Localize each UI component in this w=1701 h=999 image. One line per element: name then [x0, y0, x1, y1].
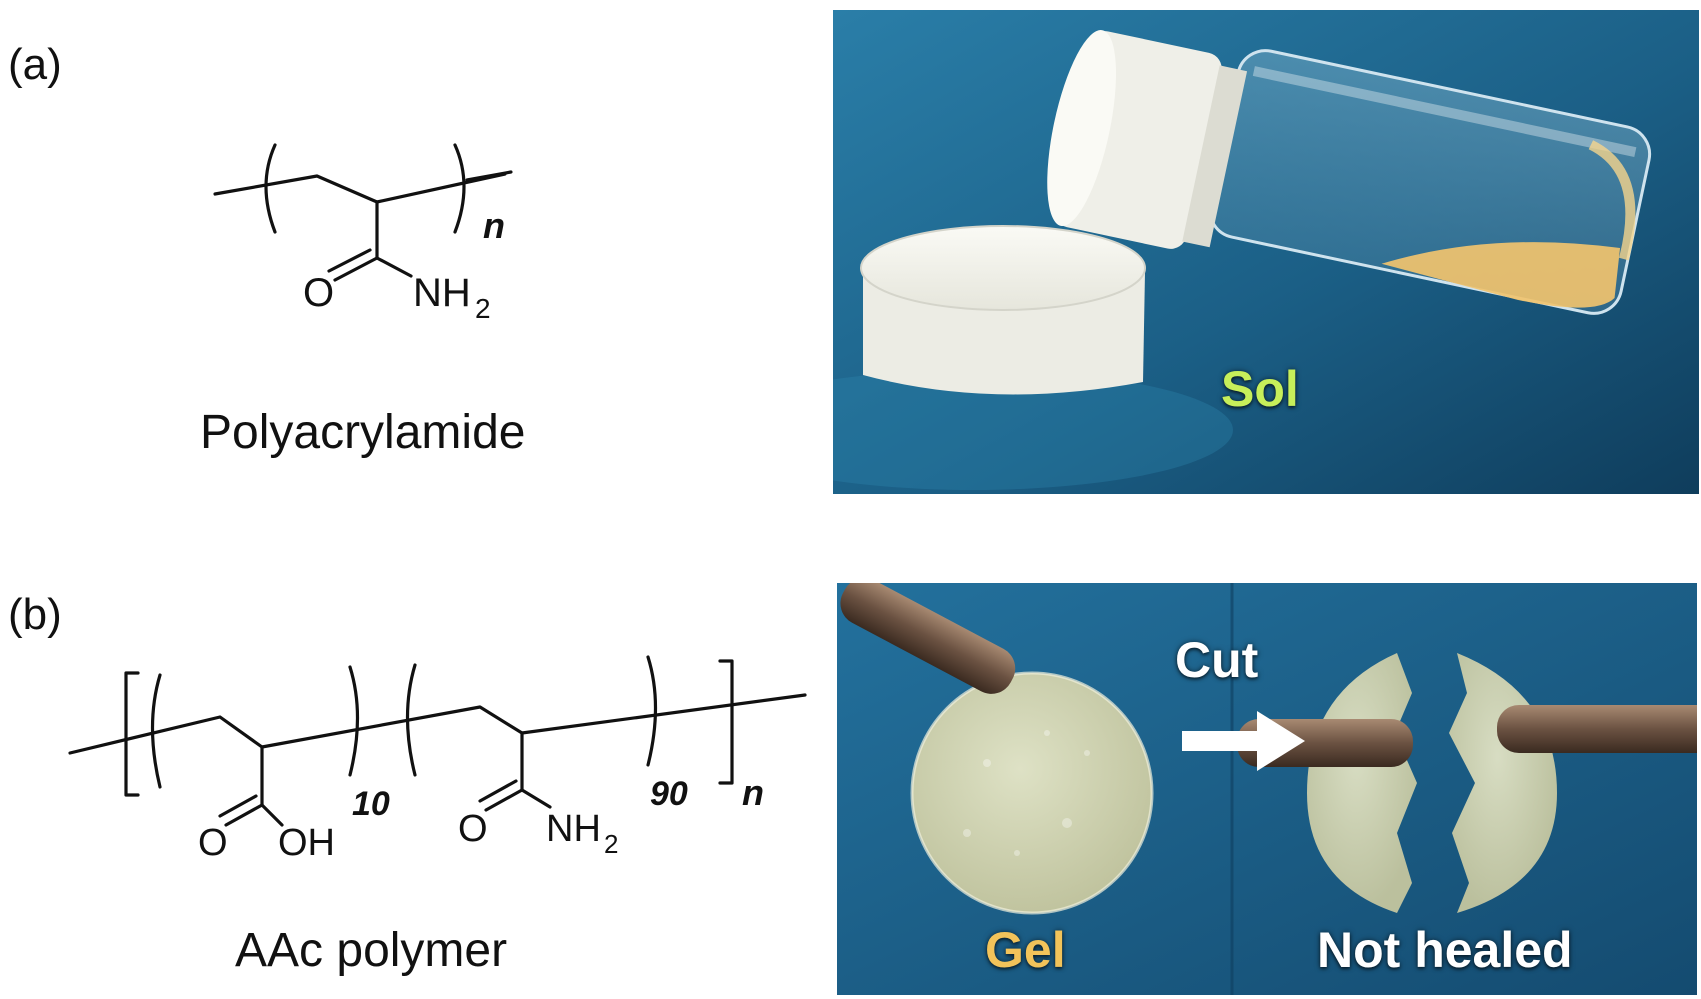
amide-subscript: 2 — [475, 293, 491, 324]
backbone-bond — [213, 172, 507, 204]
acid-carbonyl-bond — [224, 803, 264, 827]
right-bracket — [718, 659, 734, 785]
amide-nh: NH — [546, 808, 601, 850]
polyacrylamide-caption: Polyacrylamide — [200, 406, 526, 459]
gel-disk — [912, 673, 1152, 913]
amide-nh: NH — [413, 271, 471, 315]
aac-polymer-structure: 10 90 n O OH O NH 2 — [68, 655, 807, 864]
repeat-subscript-n: n — [483, 205, 505, 246]
left-parenthesis — [264, 143, 277, 234]
sol-label: Sol — [1221, 361, 1299, 417]
backbone-bond — [68, 693, 807, 755]
cut-arrow-icon — [1182, 711, 1305, 771]
repeat-subscript-n: n — [742, 772, 764, 813]
panel-a-label: (a) — [8, 40, 62, 89]
unit1-left-parenthesis — [150, 673, 162, 789]
panel-b-label: (b) — [8, 590, 62, 639]
sol-liquid — [1381, 242, 1621, 308]
acid-carbonyl-double-bond — [218, 794, 258, 818]
gel-cut-photo: Cut Gel Not healed — [837, 583, 1697, 995]
cut-label: Cut — [1175, 632, 1259, 688]
amide-carbonyl-double-bond — [478, 779, 518, 803]
sol-vial-photo: Sol — [833, 10, 1699, 494]
amide-oxygen: O — [458, 808, 488, 850]
end-bond — [465, 170, 513, 182]
acid-oxygen: O — [198, 822, 228, 864]
vial-cap-standing — [860, 225, 1146, 395]
glass-vial — [1208, 49, 1652, 315]
acid-hydroxyl: OH — [278, 822, 335, 864]
probe-left — [840, 583, 1016, 694]
unit1-subscript: 10 — [352, 785, 390, 823]
amide-subscript: 2 — [604, 829, 618, 859]
amide-bond — [375, 256, 413, 278]
unit2-subscript: 90 — [650, 775, 688, 813]
left-bracket — [124, 671, 140, 797]
right-parenthesis — [453, 143, 466, 234]
unit1-right-parenthesis — [348, 665, 360, 777]
amide-bond — [520, 788, 552, 809]
unit2-left-parenthesis — [405, 663, 417, 777]
carbonyl-double-bond — [327, 248, 372, 273]
not-healed-label: Not healed — [1317, 922, 1573, 978]
polyacrylamide-structure: n O NH 2 — [213, 143, 513, 324]
carbonyl-oxygen: O — [303, 271, 334, 315]
vial-cap-attached — [1047, 30, 1248, 249]
gel-half-left — [1307, 653, 1417, 913]
acid-oh-bond — [260, 803, 284, 827]
gel-label: Gel — [985, 922, 1066, 978]
aac-polymer-caption: AAc polymer — [235, 924, 508, 977]
probe-right — [1497, 705, 1697, 753]
carbonyl-bond — [333, 256, 379, 282]
unit2-right-parenthesis — [646, 655, 658, 767]
amide-carbonyl-bond — [484, 788, 524, 812]
